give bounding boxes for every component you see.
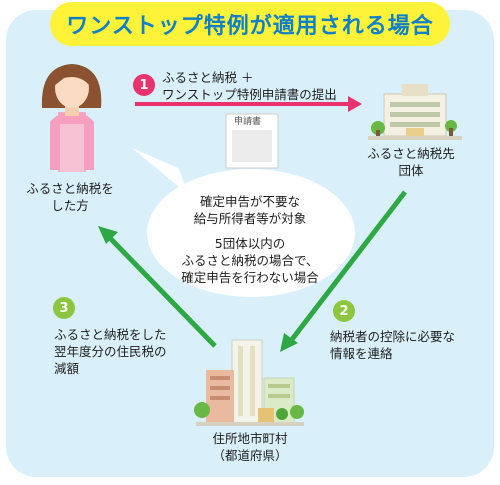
bubble-line2: 給与所得者等が対象 <box>193 211 307 226</box>
municipality-label-line1: 住所地市町村 <box>212 431 288 446</box>
page-title: ワンストップ特例が適用される場合 <box>50 2 450 46</box>
step2-arrowhead <box>280 333 298 352</box>
step2-text: 納税者の控除に必要な 情報を連絡 <box>330 328 455 362</box>
step1-number-badge: 1 <box>133 74 155 96</box>
person-label: ふるさと納税を した方 <box>20 180 120 214</box>
document-icon <box>225 113 279 169</box>
step1-text: ふるさと納税 ＋ ワンストップ特例申請書の提出 <box>162 69 337 103</box>
speech-bubble-text: 確定申告が不要な 給与所得者等が対象 5団体以内の ふるさと納税の場合で、 確定… <box>160 193 340 286</box>
speech-bubble-tail <box>132 148 190 196</box>
step3-line1: ふるさと納税をした <box>54 327 167 342</box>
step3-line2: 翌年度分の住民税の <box>54 344 167 359</box>
speech-bubble <box>147 169 355 297</box>
step3-line3: 減額 <box>54 361 80 376</box>
person-label-line2: した方 <box>51 198 89 213</box>
step3-text: ふるさと納税をした 翌年度分の住民税の 減額 <box>54 326 167 377</box>
step3-number-badge: 3 <box>53 297 75 319</box>
destination-label-line1: ふるさと納税先 <box>367 146 455 161</box>
bubble-line4: ふるさと納税の場合で、 <box>181 253 319 268</box>
municipality-label-line2: （都道府県） <box>212 448 288 463</box>
step3-arrow-line <box>106 234 217 348</box>
step2-number-badge: 2 <box>333 300 355 322</box>
person-label-line1: ふるさと納税を <box>26 181 114 196</box>
step1-line1: ふるさと納税 ＋ <box>162 70 254 85</box>
step2-line1: 納税者の控除に必要な <box>330 329 456 344</box>
municipality-label: 住所地市町村 （都道府県） <box>190 430 310 464</box>
municipality-buildings-icon <box>194 339 304 426</box>
document-label: 申請書 <box>234 117 262 127</box>
destination-building-icon <box>368 84 462 140</box>
person-icon <box>41 64 102 172</box>
step2-arrow-line <box>288 190 407 344</box>
bubble-line5: 確定申告を行わない場合 <box>181 270 319 285</box>
step1-arrowhead <box>348 96 362 112</box>
step2-line2: 情報を連絡 <box>330 346 393 361</box>
bubble-line1: 確定申告が不要な <box>199 194 300 209</box>
destination-label-line2: 団体 <box>398 163 424 178</box>
destination-label: ふるさと納税先 団体 <box>356 145 466 179</box>
bubble-line3: 5団体以内の <box>214 236 286 251</box>
step3-arrowhead <box>98 226 118 244</box>
step1-line2: ワンストップ特例申請書の提出 <box>162 87 337 102</box>
